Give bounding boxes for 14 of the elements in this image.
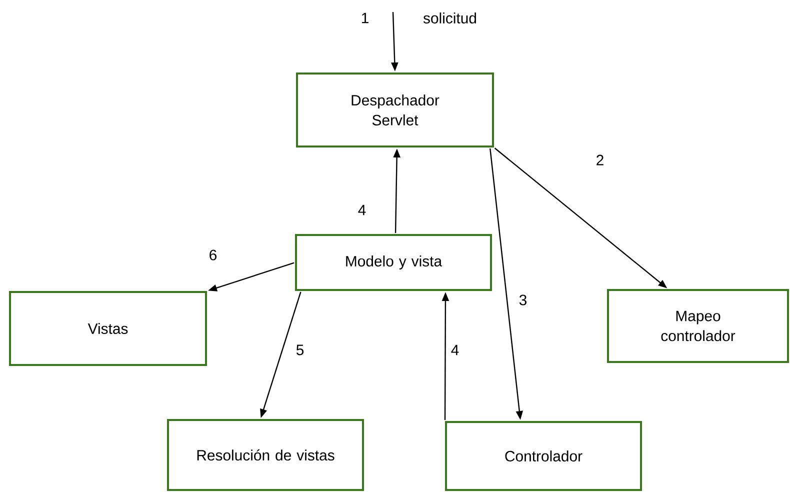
process-box: Mapeo controlador (607, 289, 789, 363)
process-box: Resolución de vistas (167, 419, 364, 491)
edge-label: 3 (519, 294, 526, 306)
edge-label: 5 (296, 344, 304, 356)
edge-label: 4 (451, 344, 459, 356)
edge-label: 6 (210, 250, 216, 260)
edge-label: 2 (596, 154, 604, 166)
process-box: Vistas (9, 291, 207, 366)
process-box: Controlador (445, 421, 642, 491)
process-box: Despachador Servlet (296, 72, 494, 148)
edge-label: 4 (358, 204, 366, 216)
edge-label: 1 (362, 12, 368, 24)
process-box: Modelo y vista (295, 234, 492, 291)
request-label: solicitud (423, 12, 476, 24)
